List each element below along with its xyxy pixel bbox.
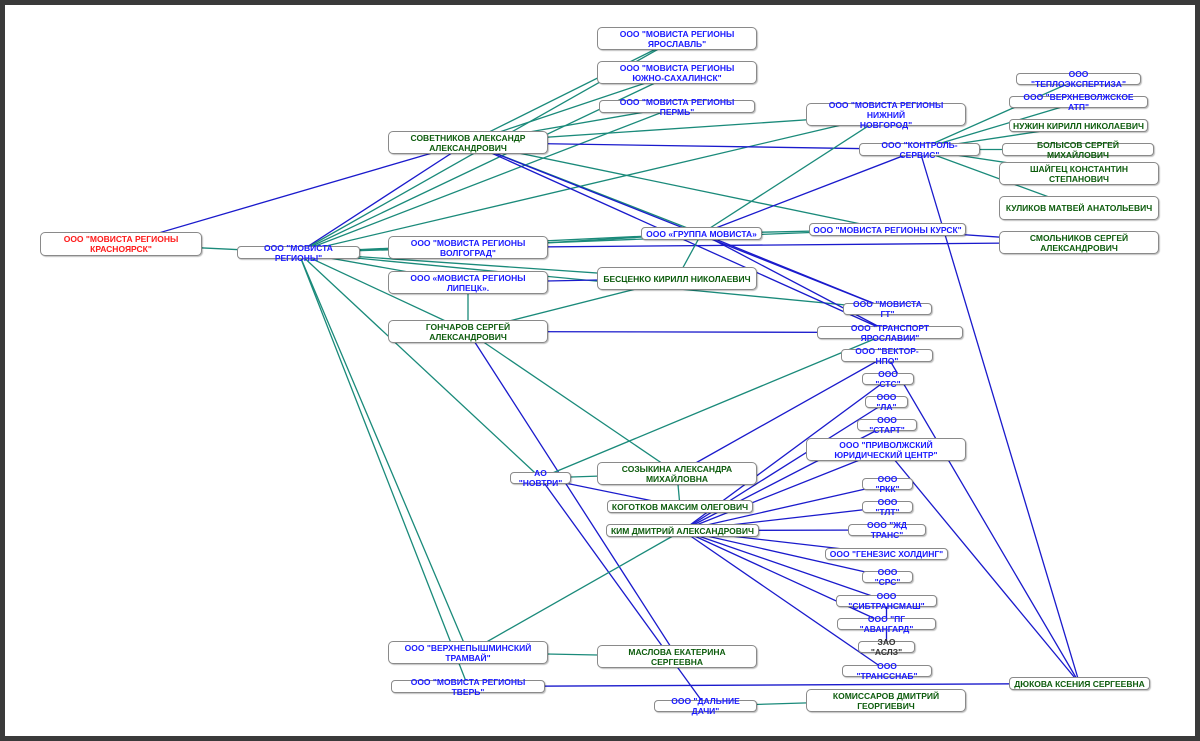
- edge-movista_regiony-verkhnepysh: [297, 252, 469, 653]
- edge-movista_regiony-sovetnikov: [298, 141, 469, 254]
- node-volgograd[interactable]: ООО "МОВИСТА РЕГИОНЫ ВОЛГОГРАД": [388, 236, 548, 259]
- node-transport-yaroslavii[interactable]: ООО "ТРАНСПОРТ ЯРОСЛАВИИ": [817, 323, 963, 343]
- node-sovetnikov[interactable]: СОВЕТНИКОВ АЛЕКСАНДР АЛЕКСАНДРОВИЧ: [388, 131, 548, 154]
- edge-privolzh-dyukova: [885, 449, 1081, 684]
- edge-movista_regiony-novtri: [298, 252, 541, 479]
- node-nizhny-novgorod[interactable]: ООО "МОВИСТА РЕГИОНЫ НИЖНИЙ НОВГОРОД": [806, 100, 966, 130]
- edge-movista_regiony-goncharov: [298, 251, 469, 333]
- node-kim[interactable]: КИМ ДМИТРИЙ АЛЕКСАНДРОВИЧ: [606, 524, 759, 537]
- node-genezis-holding[interactable]: ООО "ГЕНЕЗИС ХОЛДИНГ": [825, 548, 948, 560]
- edge-movista_regiony-perm: [298, 105, 678, 254]
- node-rkk[interactable]: ООО "РКК": [862, 474, 913, 494]
- edge-vektor-dyukova: [886, 355, 1081, 684]
- node-start[interactable]: ООО "СТАРТ": [857, 415, 917, 435]
- edge-novtri-dalnie: [539, 477, 707, 707]
- node-teploexpertiza[interactable]: ООО "ТЕПЛОЭКСПЕРТИЗА": [1016, 69, 1141, 89]
- node-pg-avangard[interactable]: ООО "ПГ "АВАНГАРД": [837, 614, 936, 634]
- edge-sovetnikov-kursk: [467, 141, 888, 231]
- edge-layer: [120, 37, 1081, 707]
- edge-gruppa-transport_yar: [701, 232, 891, 334]
- node-kursk[interactable]: ООО "МОВИСТА РЕГИОНЫ КУРСК": [809, 223, 966, 236]
- edge-sovetnikov-sakhalinsk: [467, 71, 678, 144]
- edge-kontrol-teploexp: [919, 78, 1079, 151]
- node-nuzhin[interactable]: НУЖИН КИРИЛЛ НИКОЛАЕВИЧ: [1009, 119, 1148, 132]
- node-dalnie-dachi[interactable]: ООО "ДАЛЬНИЕ ДАЧИ": [654, 696, 757, 716]
- node-perm[interactable]: ООО "МОВИСТА РЕГИОНЫ ПЕРМЬ": [599, 97, 755, 117]
- node-sozykina[interactable]: СОЗЫКИНА АЛЕКСАНДРА МИХАЙЛОВНА: [597, 462, 757, 485]
- node-transsnab[interactable]: ООО "ТРАНССНАБ": [842, 661, 932, 681]
- edge-movista_regiony-tver: [297, 252, 469, 687]
- edge-gruppa-movista_gt: [701, 232, 888, 310]
- edge-vektor-sozykina: [676, 354, 888, 475]
- edge-volgograd-smolnikov: [467, 241, 1080, 249]
- node-lipetsk[interactable]: ООО «МОВИСТА РЕГИОНЫ ЛИПЕЦК».: [388, 271, 548, 294]
- edge-krasnoyarsk-sovetnikov: [120, 141, 469, 245]
- node-gruppa-movista[interactable]: ООО «ГРУППА МОВИСТА»: [641, 227, 762, 240]
- node-verkhnepyshminsky-tramvai[interactable]: ООО "ВЕРХНЕПЫШМИНСКИЙ ТРАМВАЙ": [388, 641, 548, 664]
- edge-kim-rkk: [682, 483, 888, 532]
- diagram-canvas: ООО "МОВИСТА РЕГИОНЫ КРАСНОЯРСК" ООО "МО…: [5, 5, 1195, 736]
- node-tver[interactable]: ООО "МОВИСТА РЕГИОНЫ ТВЕРЬ": [391, 677, 545, 697]
- node-kontrol-servis[interactable]: ООО "КОНТРОЛЬ-СЕРВИС": [859, 140, 980, 160]
- node-dyukova[interactable]: ДЮКОВА КСЕНИЯ СЕРГЕЕВНА: [1009, 677, 1150, 690]
- edge-movista_regiony-kursk: [298, 228, 888, 254]
- node-shaigets[interactable]: ШАЙГЕЦ КОНСТАНТИН СТЕПАНОВИЧ: [999, 162, 1159, 185]
- edge-kim-privolzh: [682, 448, 887, 532]
- edge-sovetnikov-yaroslavl: [467, 37, 678, 144]
- node-vektor-npo[interactable]: ООО "ВЕКТОР-НПО": [841, 346, 933, 366]
- node-sakhalinsk[interactable]: ООО "МОВИСТА РЕГИОНЫ ЮЖНО-САХАЛИНСК": [597, 61, 757, 84]
- node-sts[interactable]: ООО "СТС": [862, 369, 914, 389]
- edge-kontrol-verkhnevolzh: [919, 101, 1079, 151]
- node-sibtransmash[interactable]: ООО "СИБТРАНСМАШ": [836, 591, 937, 611]
- node-movista-regiony[interactable]: ООО "МОВИСТА РЕГИОНЫ": [237, 243, 360, 263]
- node-zhd-trans[interactable]: ООО "ЖД ТРАНС": [848, 520, 926, 540]
- edge-movista_regiony-nizhny: [298, 113, 887, 254]
- edge-tver-dyukova: [467, 682, 1080, 688]
- node-verkhnevolzhskoe-atp[interactable]: ООО "ВЕРХНЕВОЛЖСКОЕ АТП": [1009, 92, 1148, 112]
- node-aslz[interactable]: ЗАО "АСЛЗ": [858, 637, 915, 657]
- edge-kim-sibtrans: [682, 529, 887, 602]
- node-komissarov[interactable]: КОМИССАРОВ ДМИТРИЙ ГЕОРГИЕВИЧ: [806, 689, 966, 712]
- node-krasnoyarsk[interactable]: ООО "МОВИСТА РЕГИОНЫ КРАСНОЯРСК": [40, 232, 202, 256]
- edge-nizhny-gruppa: [701, 113, 887, 235]
- node-bestsenko[interactable]: БЕСЦЕНКО КИРИЛЛ НИКОЛАЕВИЧ: [597, 267, 757, 290]
- node-la[interactable]: ООО "ЛА": [865, 392, 908, 412]
- node-privolzhsky-yur-tsentr[interactable]: ООО "ПРИВОЛЖСКИЙ ЮРИДИЧЕСКИЙ ЦЕНТР": [806, 438, 966, 461]
- node-kulikov[interactable]: КУЛИКОВ МАТВЕЙ АНАТОЛЬЕВИЧ: [999, 196, 1159, 220]
- edge-kim-srs: [682, 529, 888, 578]
- node-goncharov[interactable]: ГОНЧАРОВ СЕРГЕЙ АЛЕКСАНДРОВИЧ: [388, 320, 548, 343]
- edge-goncharov-maslova: [467, 331, 678, 657]
- edge-goncharov-sozykina: [467, 330, 678, 475]
- edge-kontrol-dyukova: [918, 149, 1081, 684]
- edge-novtri-transport_yar: [540, 331, 891, 479]
- edge-kim-avangard: [682, 529, 887, 625]
- node-srs[interactable]: ООО "СРС": [862, 567, 913, 587]
- node-tlt[interactable]: ООО "ТЛТ": [862, 497, 913, 517]
- edge-kim-verkhnepysh: [467, 529, 683, 654]
- edge-kontrol-gruppa: [701, 148, 920, 235]
- node-movista-gt[interactable]: ООО "МОВИСТА ГТ": [843, 299, 932, 319]
- node-bolysov[interactable]: БОЛЫСОВ СЕРГЕЙ МИХАЙЛОВИЧ: [1002, 140, 1154, 160]
- node-yaroslavl[interactable]: ООО "МОВИСТА РЕГИОНЫ ЯРОСЛАВЛЬ": [597, 27, 757, 50]
- node-kogotkov[interactable]: КОГОТКОВ МАКСИМ ОЛЕГОВИЧ: [607, 500, 753, 513]
- edge-kim-transsnab: [682, 529, 888, 672]
- node-maslova[interactable]: МАСЛОВА ЕКАТЕРИНА СЕРГЕЕВНА: [597, 645, 757, 668]
- node-novtri[interactable]: АО "НОВТРИ": [510, 468, 571, 488]
- node-smolnikov[interactable]: СМОЛЬНИКОВ СЕРГЕЙ АЛЕКСАНДРОВИЧ: [999, 231, 1159, 254]
